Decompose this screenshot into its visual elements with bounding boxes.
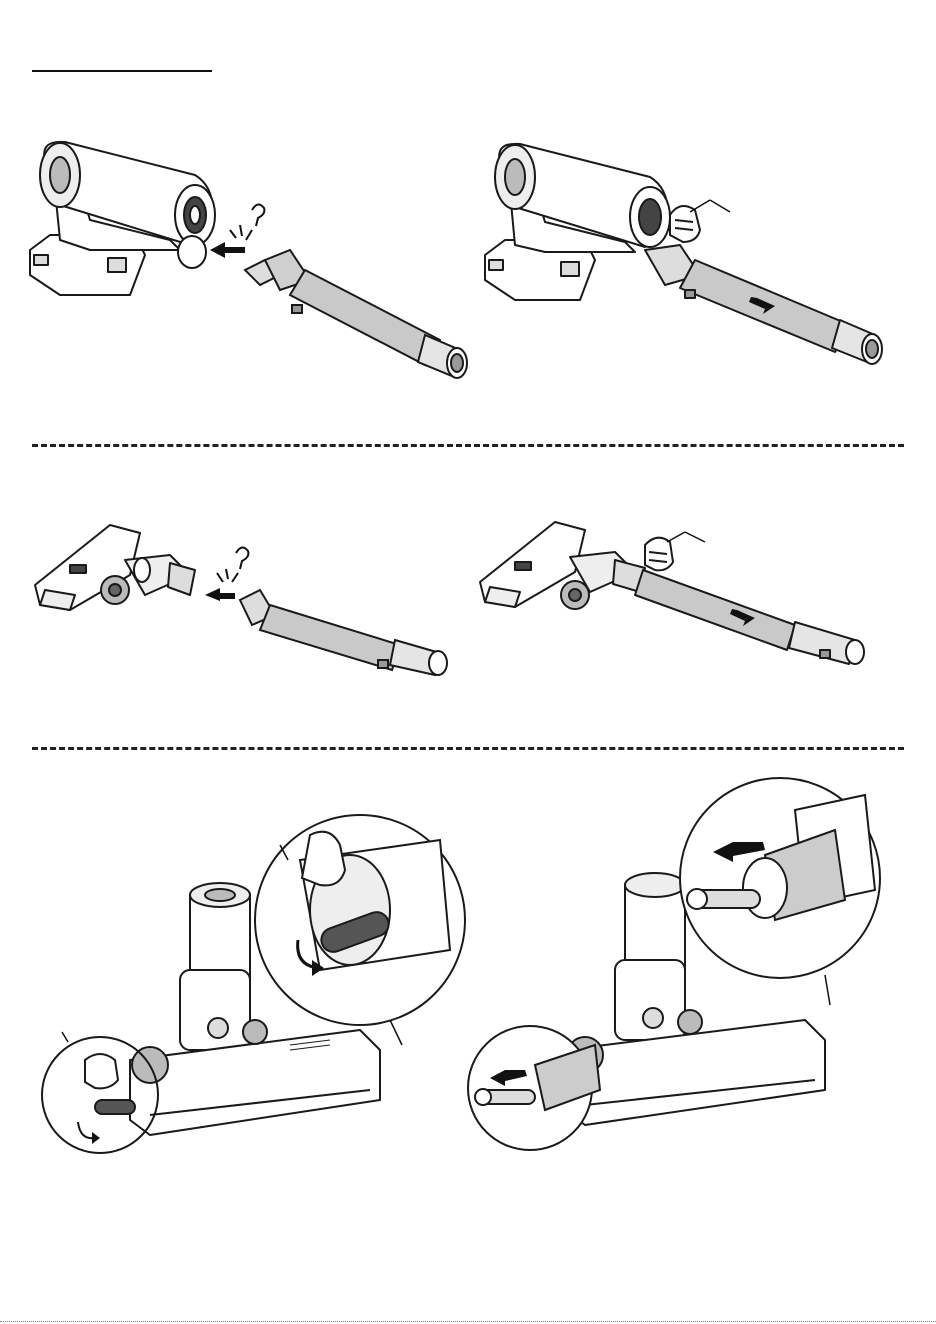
figure-4-release-tube-floor-head	[475, 510, 905, 670]
click-sound-icon	[230, 204, 264, 240]
hand-press-icon	[645, 538, 673, 571]
hand-press-icon	[85, 1054, 118, 1088]
figure-5-unlock-brush-roll	[40, 800, 480, 1160]
figure-6-remove-brush-roll	[465, 770, 905, 1170]
section-divider-2	[32, 747, 904, 750]
direction-arrow-icon	[210, 242, 245, 258]
page-bottom-border	[0, 1321, 936, 1322]
click-sound-icon	[217, 547, 248, 582]
brush-knob	[95, 1100, 135, 1114]
figure-2-release-tube-main-unit	[475, 130, 915, 390]
figure-3-insert-tube-floor-head	[30, 515, 460, 675]
figure-1-insert-tube-main-unit	[20, 130, 480, 390]
direction-arrow-icon	[205, 588, 235, 601]
section-divider-1	[32, 444, 904, 447]
header-underline	[32, 70, 212, 72]
hand-press-icon	[670, 206, 700, 242]
